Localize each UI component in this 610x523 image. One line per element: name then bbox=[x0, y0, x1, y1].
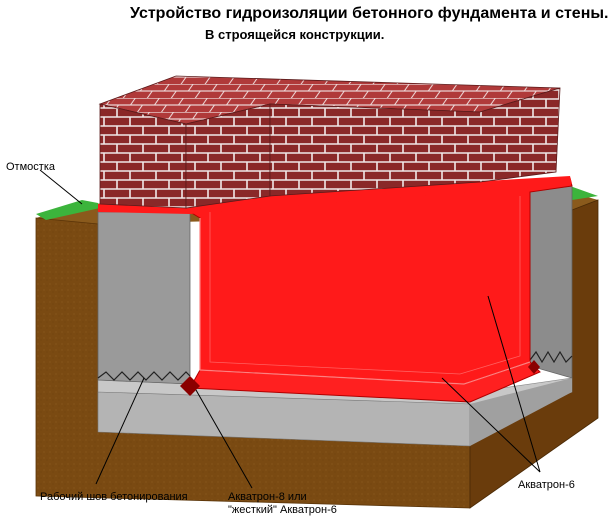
concrete-wall-right bbox=[527, 185, 573, 379]
leader-work-seam bbox=[95, 377, 145, 485]
brick-wall-back bbox=[269, 87, 561, 197]
leader-akvatron6-a bbox=[487, 295, 541, 473]
grass-strip bbox=[36, 200, 100, 220]
concrete-wall-left bbox=[97, 211, 191, 385]
label-otmostka: Отмостка bbox=[6, 161, 56, 173]
diagram-title: Устройство гидроизоляции бетонного фунда… bbox=[130, 5, 609, 22]
label-work-seam: Рабочий шов бетонирования bbox=[40, 491, 188, 503]
label-akvatron8-line1: Акватрон-8 или bbox=[228, 491, 307, 503]
leader-akvatron8 bbox=[195, 389, 253, 489]
leader-otmostka bbox=[39, 169, 83, 205]
work-seam-left bbox=[97, 371, 191, 381]
label-akvatron8-line2: "жесткий" Акватрон-6 bbox=[228, 504, 337, 516]
waterproofing-top-band bbox=[98, 176, 572, 214]
seal-marker-left bbox=[180, 376, 200, 396]
diagram-subtitle: В строящейся конструкции. bbox=[205, 27, 385, 42]
seal-marker-right bbox=[528, 360, 540, 374]
leader-akvatron6-b bbox=[441, 377, 541, 473]
label-akvatron6: Акватрон-6 bbox=[518, 479, 575, 491]
work-seam-right bbox=[529, 350, 573, 364]
